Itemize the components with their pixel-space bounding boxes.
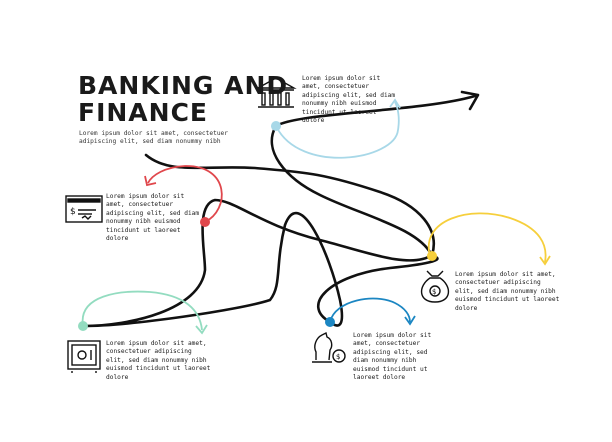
red-arc bbox=[147, 165, 223, 223]
svg-text:$: $ bbox=[70, 207, 76, 217]
step-text-chess-knight: Lorem ipsum dolor sit amet, consectetuer… bbox=[353, 332, 432, 382]
payment-check-icon: $ bbox=[65, 195, 103, 223]
step-text-money-bag: Lorem ipsum dolor sit amet, consectetuer… bbox=[455, 271, 560, 312]
milestone-dot-blue bbox=[325, 317, 335, 327]
chess-knight-coin-icon: $ bbox=[312, 331, 346, 363]
yellow-arc bbox=[427, 212, 547, 263]
page-title: BANKING AND FINANCE bbox=[78, 72, 288, 126]
safe-icon bbox=[67, 340, 101, 373]
milestone-dot-light-blue bbox=[271, 121, 281, 131]
yellow-arrowhead bbox=[539, 255, 551, 266]
title-line-1: BANKING AND bbox=[78, 71, 289, 100]
blue-arrowhead bbox=[404, 315, 416, 326]
svg-text:$: $ bbox=[336, 353, 340, 361]
step-text-payment-check: Lorem ipsum dolor sit amet, consectetuer… bbox=[106, 193, 200, 243]
red-arrowhead bbox=[144, 175, 157, 187]
light-blue-arrowhead bbox=[389, 98, 401, 109]
green-arc bbox=[81, 290, 203, 331]
bank-icon bbox=[255, 77, 297, 108]
main-path bbox=[81, 153, 439, 328]
arrow-head-icon bbox=[460, 90, 480, 111]
step-text-bank: Lorem ipsum dolor sit amet, consectetuer… bbox=[302, 75, 396, 125]
green-arrowhead bbox=[195, 324, 208, 335]
svg-text:$: $ bbox=[432, 288, 436, 296]
milestone-dot-red bbox=[200, 217, 210, 227]
milestone-dot-yellow bbox=[427, 251, 437, 261]
blue-arc bbox=[329, 297, 411, 323]
money-bag-icon: $ bbox=[420, 270, 450, 303]
light-blue-arc bbox=[275, 101, 400, 159]
step-text-safe: Lorem ipsum dolor sit amet, consectetuer… bbox=[106, 340, 211, 381]
milestone-dot-green bbox=[78, 321, 88, 331]
intro-text: Lorem ipsum dolor sit amet, consectetuer… bbox=[79, 130, 229, 145]
main-path-arrow-segment bbox=[270, 94, 477, 258]
title-line-2: FINANCE bbox=[78, 98, 208, 127]
